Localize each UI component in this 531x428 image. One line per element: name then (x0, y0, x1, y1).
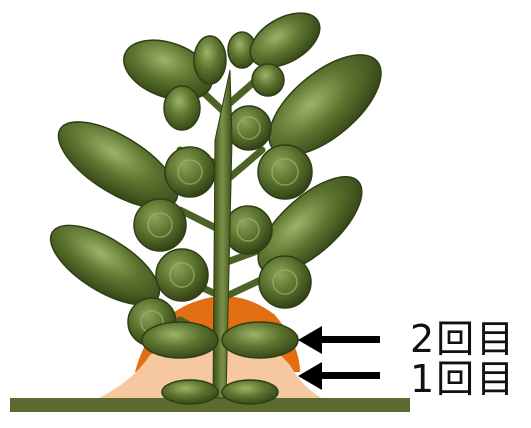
leaf (252, 64, 284, 96)
leaf-pair-first-right (222, 380, 278, 404)
leaf (194, 36, 226, 84)
leaf-pair-second-right (222, 322, 298, 358)
label-first: 1回目 (410, 360, 516, 398)
leaf-pair-second-left (142, 322, 218, 358)
arrow-first (298, 362, 380, 390)
leaf-pair-first-left (162, 380, 218, 404)
leaf (164, 86, 200, 130)
leaf (241, 2, 329, 78)
arrow-second (298, 326, 380, 354)
label-second: 2回目 (410, 320, 516, 358)
